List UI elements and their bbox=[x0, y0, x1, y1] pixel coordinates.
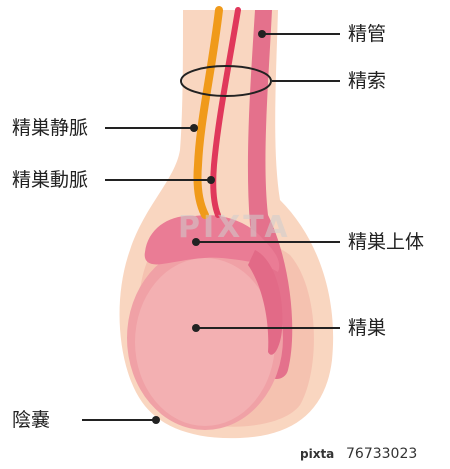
testicular-vein bbox=[193, 6, 223, 219]
label-vas-deferens: 精管 bbox=[348, 23, 387, 45]
dot-epididymis bbox=[192, 238, 200, 246]
testicular-artery bbox=[210, 7, 241, 218]
epididymis-shape bbox=[144, 215, 280, 272]
leader-dots bbox=[152, 30, 266, 424]
dot-vas bbox=[258, 30, 266, 38]
dot-scrotum bbox=[152, 416, 160, 424]
image-footer: pixta 76733023 bbox=[0, 441, 450, 469]
dot-testis bbox=[192, 324, 200, 332]
testis-highlight bbox=[135, 258, 275, 426]
label-testis: 精巣 bbox=[348, 317, 387, 339]
label-testicular-vein: 精巣静脈 bbox=[12, 117, 89, 139]
leader-lines bbox=[82, 33, 340, 421]
label-testicular-artery: 精巣動脈 bbox=[12, 169, 89, 191]
watermark: PIXTA bbox=[178, 210, 291, 245]
dot-vein bbox=[190, 124, 198, 132]
dot-artery bbox=[207, 176, 215, 184]
footer-brand: pixta bbox=[300, 447, 335, 461]
label-epididymis: 精巣上体 bbox=[348, 231, 425, 253]
footer-image-id: 76733023 bbox=[346, 446, 418, 462]
label-scrotum: 陰嚢 bbox=[12, 409, 51, 431]
spermatic-cord-ring bbox=[180, 65, 272, 97]
label-spermatic-cord: 精索 bbox=[348, 70, 387, 92]
